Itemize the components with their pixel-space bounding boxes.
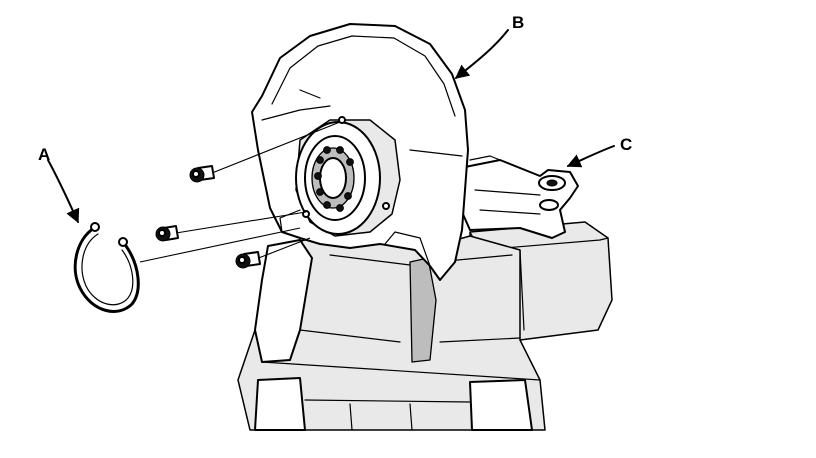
label-a: A: [38, 145, 50, 164]
callout-arrow-c: [566, 145, 615, 168]
label-c: C: [620, 135, 632, 154]
hub-bearing: [295, 116, 401, 237]
bolt-icon: [189, 165, 215, 183]
callout-arrow-a: [47, 159, 80, 224]
bolt-icon: [235, 251, 261, 269]
bolt-icon: [155, 225, 179, 242]
label-b: B: [512, 13, 524, 32]
callout-arrow-b: [454, 29, 509, 79]
bench-vise: [237, 221, 613, 431]
flange-bolts: [155, 121, 341, 269]
snap-ring: [73, 222, 301, 313]
knuckle-arm: [459, 155, 579, 239]
